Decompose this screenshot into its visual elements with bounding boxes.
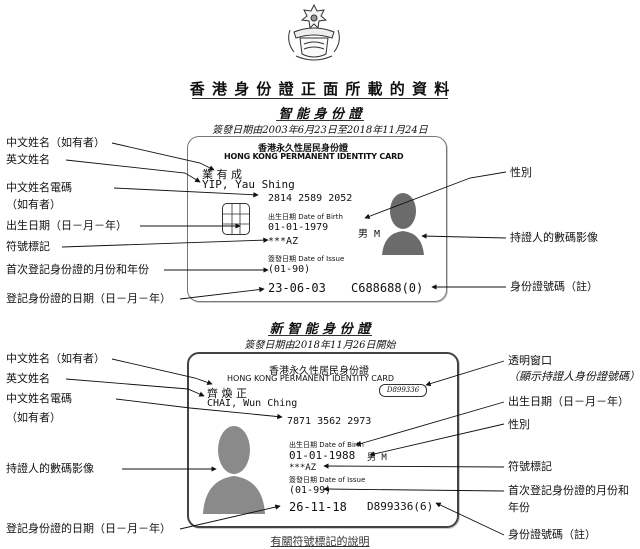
card2-name-ccc: 7871 3562 2973: [287, 416, 372, 427]
section2-heading: 新 智 能 身 份 證: [269, 322, 371, 337]
s2-label-ccc-note: （如有者）: [6, 411, 61, 424]
s1-label-symbols: 符號標記: [6, 240, 50, 253]
card-chinese-name: 業 有 成: [202, 168, 242, 181]
s2-label-dob: 出生日期（日－月－年）: [508, 395, 629, 408]
s2-label-ccc: 中文姓名電碼: [6, 392, 72, 405]
s2-label-sex: 性別: [508, 418, 530, 431]
leader-line: [369, 423, 505, 457]
s1-label-id-number: 身份證號碼（註）: [510, 280, 598, 293]
leader-line: [113, 187, 259, 198]
leader-line: [65, 378, 205, 397]
card-first-issue: (01-90): [268, 264, 311, 275]
title-rule: [192, 98, 448, 99]
section1-heading: 智 能 身 份 證: [278, 107, 362, 122]
card2-first-issue: (01-99): [289, 485, 332, 496]
leader-line: [323, 463, 505, 469]
s2-label-id-number: 身份證號碼（註）: [508, 528, 596, 541]
s1-label-sex: 性別: [510, 166, 532, 179]
card-issue-label: 簽發日期 Date of Issue: [268, 255, 345, 263]
transparent-window: D899336: [379, 384, 427, 397]
card2-issue-date: 26-11-18: [289, 500, 347, 514]
leader-line: [323, 486, 505, 492]
card-dob: 01-01-1979: [268, 222, 329, 233]
section1-heading-underline: [276, 120, 364, 121]
leader-line: [111, 358, 213, 385]
card-dob-label: 出生日期 Date of Birth: [268, 213, 343, 221]
new-smart-id-card: 香港永久性居民身份證 HONG KONG PERMANENT IDENTITY …: [187, 352, 459, 528]
leader-line: [355, 401, 505, 447]
s1-label-dob: 出生日期（日－月－年）: [6, 219, 127, 232]
symbols-explanation-link[interactable]: 有關符號標記的說明: [270, 535, 370, 548]
portrait-silhouette-icon: [203, 426, 265, 514]
card-symbols: ***AZ: [268, 236, 299, 247]
card2-symbols: ***AZ: [289, 463, 317, 473]
s2-label-window: 透明窗口: [508, 354, 552, 367]
s2-label-first-issue-2: 年份: [508, 501, 530, 514]
card2-dob: 01-01-1988: [289, 449, 356, 462]
s2-label-symbols: 符號標記: [508, 460, 552, 473]
s2-label-photo: 持證人的數碼影像: [6, 462, 94, 475]
card2-header-en: HONG KONG PERMANENT IDENTITY CARD: [227, 374, 395, 383]
s2-label-english-name: 英文姓名: [6, 372, 50, 385]
leader-line: [115, 398, 283, 420]
card-id-number: C688688(0): [351, 281, 424, 295]
leader-line: [111, 142, 215, 171]
s2-label-window-note: （顯示持證人身份證號碼）: [508, 370, 640, 383]
s2-label-issue-date: 登記身份證的日期（日－月－年）: [6, 522, 171, 535]
leader-line: [425, 360, 505, 387]
card2-chinese-name: 齊 煥 正: [207, 387, 247, 400]
hong-kong-emblem-icon: [288, 3, 340, 61]
card2-dob-label: 出生日期 Date of Birth: [289, 441, 364, 449]
leader-line: [364, 171, 507, 219]
card2-id-number: D899336(6): [367, 500, 434, 513]
leader-line: [61, 237, 269, 248]
s1-label-issue-date: 登記身份證的日期（日－月－年）: [6, 292, 171, 305]
leader-line: [421, 233, 507, 239]
card-sex: 男 M: [358, 229, 381, 240]
section2-subheading: 簽發日期由2018年11月26日開始: [244, 340, 396, 351]
card2-english-name: CHAI, Wun Ching: [207, 398, 298, 409]
s1-label-photo: 持證人的數碼影像: [510, 231, 598, 244]
card-header-cn: 香港永久性居民身份證: [258, 144, 349, 154]
s1-label-ccc-note: （如有者）: [6, 198, 61, 211]
section1-subheading: 簽發日期由2003年6月23日至2018年11月24日: [212, 125, 428, 136]
card2-issue-label: 簽發日期 Date of Issue: [289, 476, 366, 484]
card-header-en: HONG KONG PERMANENT IDENTITY CARD: [224, 152, 404, 161]
leader-line: [435, 502, 505, 536]
leader-line: [179, 504, 281, 530]
card-name-ccc: 2814 2589 2052: [268, 193, 353, 204]
card-issue-date: 23-06-03: [268, 281, 326, 295]
main-title: 香 港 身 份 證 正 面 所 載 的 資 料: [189, 80, 451, 98]
card-english-name: YIP, Yau Shing: [202, 178, 295, 191]
s2-label-first-issue: 首次登記身份證的月份和: [508, 484, 629, 497]
s2-label-chinese-name: 中文姓名（如有者）: [6, 352, 105, 365]
smart-id-card: 香港永久性居民身份證 HONG KONG PERMANENT IDENTITY …: [187, 136, 447, 302]
card2-sex: 男 M: [367, 453, 387, 463]
s1-label-ccc: 中文姓名電碼: [6, 181, 72, 194]
section2-heading-underline: [268, 335, 372, 336]
s1-label-chinese-name: 中文姓名（如有者）: [6, 136, 105, 149]
portrait-silhouette-icon: [382, 193, 424, 255]
card2-header-cn: 香港永久性居民身份證: [269, 366, 369, 377]
s1-label-first-issue: 首次登記身份證的月份和年份: [6, 263, 149, 276]
s1-label-english-name: 英文姓名: [6, 153, 50, 166]
leader-line: [179, 286, 265, 300]
leader-line: [65, 159, 201, 183]
